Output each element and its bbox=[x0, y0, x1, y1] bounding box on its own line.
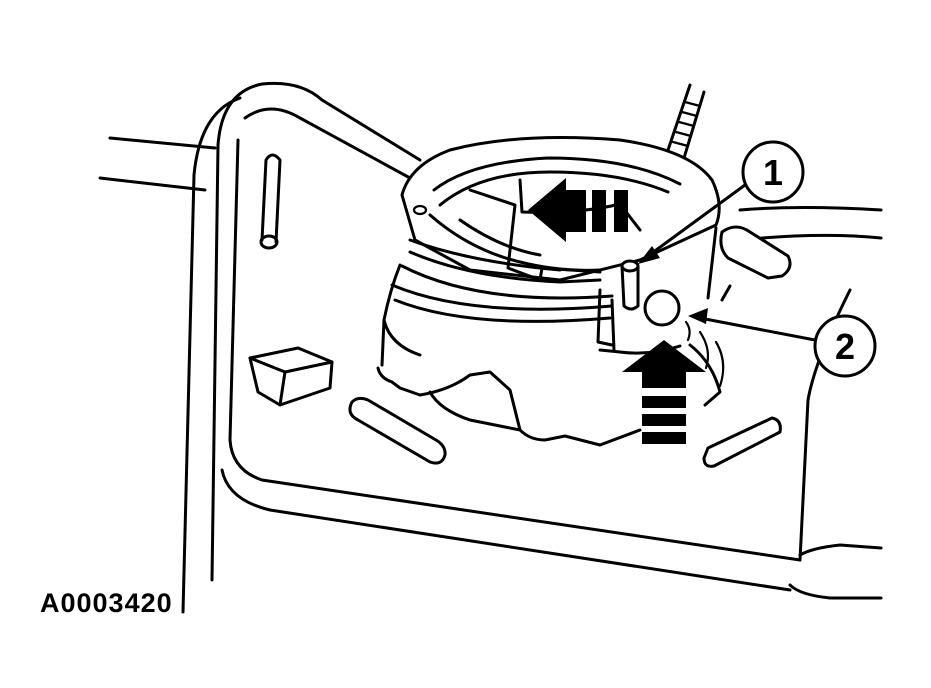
alignment-hole bbox=[643, 289, 681, 327]
right-block bbox=[706, 225, 792, 302]
top-cover bbox=[400, 136, 721, 352]
lower-right-rib bbox=[702, 416, 782, 468]
wire-harness bbox=[666, 83, 706, 160]
arrow-left-icon bbox=[528, 178, 628, 242]
motion-arcs bbox=[684, 320, 725, 388]
arrow-up-icon bbox=[622, 340, 706, 444]
callout-1-label: 1 bbox=[763, 152, 783, 193]
lower-left-rib bbox=[348, 396, 447, 465]
alignment-pin bbox=[620, 259, 640, 311]
callout-2-label: 2 bbox=[835, 326, 855, 367]
wedge-block bbox=[248, 346, 334, 407]
figure-id-label: A0003420 bbox=[40, 588, 173, 618]
housing-slot bbox=[259, 153, 282, 250]
callout-2: 2 bbox=[688, 308, 877, 378]
callout-1: 1 bbox=[638, 140, 805, 264]
